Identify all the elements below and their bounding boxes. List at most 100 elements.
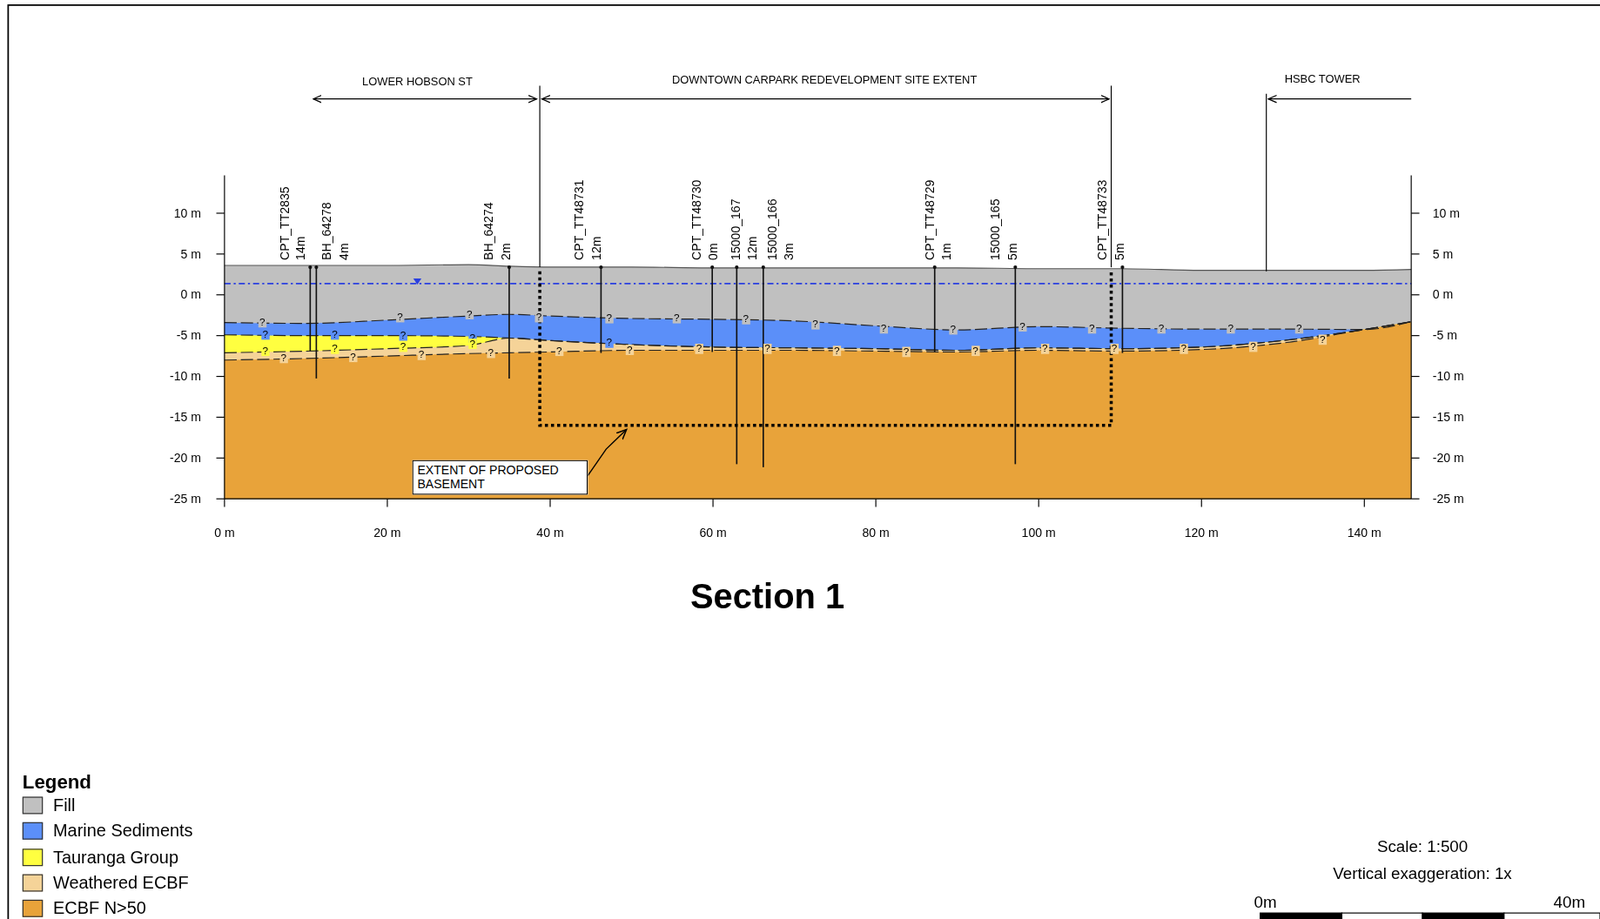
axis-tick [712,498,713,507]
scale-bar [1504,913,1600,919]
elevation-label: -25 m [1432,491,1465,506]
uncertain-mark: ? [330,343,339,355]
extent-arrow [1268,98,1412,100]
axis-tick [875,498,877,507]
borehole-label: 2m [498,242,513,261]
chainage-label: 40 m [536,525,564,540]
callout-text: EXTENT OF PROPOSED BASEMENT [416,463,558,492]
axis-tick [216,416,225,418]
extent-arrow [541,98,1110,100]
uncertain-mark: ? [468,338,477,350]
axis-tick [386,498,388,507]
marine-layer [224,314,1412,499]
axis-tick [216,212,225,214]
elevation-label: -5 m [1432,328,1458,343]
borehole-collar [761,265,766,269]
borehole-line [508,266,511,379]
axis-tick [223,498,225,507]
extent-line [1265,94,1267,272]
legend-text: ECBF N>50 [53,899,147,919]
uncertain-mark: ? [555,345,564,357]
borehole-label: 5m [1112,242,1127,261]
axis-tick [216,498,225,500]
borehole-label: CPT_TT48730 [689,180,704,261]
borehole-line [600,266,603,354]
borehole-line [315,266,318,379]
axis-tick [1411,457,1419,459]
chainage-label: 120 m [1184,525,1219,540]
borehole-collar [308,265,312,269]
elevation-label: 5 m [1432,247,1453,262]
uncertain-mark: ? [880,323,888,335]
borehole-collar [598,265,603,269]
borehole-label: 4m [336,242,351,261]
axis-tick [216,457,225,459]
fill-layer [224,264,1412,499]
axis-tick [1411,376,1419,377]
scale-bar [1260,913,1343,919]
uncertain-mark: ? [741,314,750,325]
elevation-label: -20 m [1432,450,1465,465]
uncertain-mark: ? [901,347,910,358]
borehole-label: 12m [590,236,605,261]
axis-line [224,498,1412,500]
borehole-label: 0m [705,242,720,261]
extent-arrow [313,98,538,100]
axis-line [223,175,225,500]
uncertain-mark: ? [971,345,980,357]
extent-label: LOWER HOBSON ST [362,74,473,89]
borehole-label: BH_64274 [481,201,496,260]
ground-surface [224,264,1412,271]
borehole-collar [933,265,937,269]
weathered-layer [224,322,1412,499]
uncertain-mark: ? [811,319,820,330]
legend-text: Fill [53,795,75,815]
axis-tick [216,253,225,255]
frame [7,5,1600,919]
chainage-label: 20 m [373,525,401,540]
borehole-label: 15000_167 [728,198,743,260]
axis-tick [1201,498,1203,507]
uncertain-mark: ? [465,309,474,320]
legend-heading: Legend [22,775,92,790]
elevation-label: -10 m [1432,369,1465,384]
borehole-line [1015,266,1017,464]
axis-tick [216,335,225,337]
borehole-label: CPT_TT48729 [922,180,937,261]
uncertain-mark: ? [763,343,772,355]
uncertain-mark: ? [1157,323,1166,335]
elevation-label: -20 m [169,450,202,465]
chainage-label: 0 m [214,525,235,540]
uncertain-mark: ? [1179,343,1188,355]
borehole-collar [734,265,739,269]
uncertain-mark: ? [605,313,613,324]
uncertain-mark: ? [1110,343,1119,355]
legend-text: Weathered ECBF [53,873,189,893]
axis-tick [1411,212,1419,214]
borehole-label: 1m [940,242,955,261]
uncertain-mark: ? [1041,343,1049,355]
legend-swatch [22,822,43,841]
scale-bar [1422,913,1505,919]
scale-label: Scale: 1:500 [1377,840,1468,854]
uncertain-mark: ? [279,353,288,364]
extent-line [539,85,541,268]
borehole-collar [1013,265,1017,269]
extent-line [1110,85,1112,268]
uncertain-mark: ? [258,317,267,329]
extent-label: HSBC TOWER [1284,71,1361,86]
uncertain-mark: ? [1226,323,1235,335]
axis-tick [1411,253,1419,255]
axis-tick [1411,335,1419,337]
uncertain-mark: ? [1295,323,1304,335]
scale-bar [1341,913,1423,919]
chainage-label: 140 m [1347,525,1382,540]
legend-swatch [22,873,43,892]
axis-tick [549,498,551,507]
borehole-line [736,266,739,464]
uncertain-mark: ? [1249,342,1258,353]
uncertain-mark: ? [417,349,426,361]
axis-tick [216,376,225,377]
uncertain-mark: ? [625,344,634,356]
